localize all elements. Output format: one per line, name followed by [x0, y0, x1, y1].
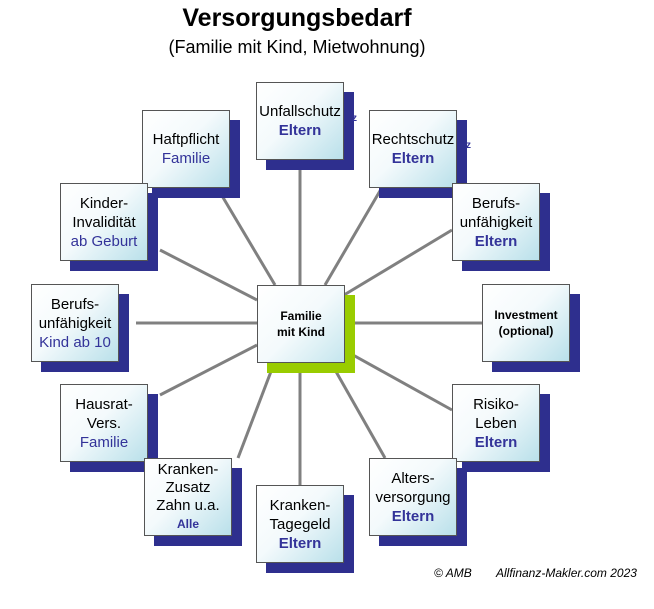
node-rechtschutz: Rechtschutz Eltern [369, 110, 467, 198]
node-line1: Risiko- [473, 395, 519, 413]
node-sub: Alle [176, 517, 199, 531]
node-sub: ab Geburt [70, 232, 138, 250]
node-line1: Berufs- [50, 295, 100, 313]
node-sub: Eltern [278, 122, 322, 139]
node-line2: Tagegeld [269, 515, 331, 533]
node-line2: (optional) [498, 324, 554, 338]
node-haftpflicht: Haftpflicht Familie [142, 110, 240, 198]
node-label: Unfallschutz [259, 103, 341, 120]
node-line2: Zusatz [165, 479, 211, 496]
connector-berufsunfaehigkeit-eltern [343, 228, 453, 297]
node-investment: Investment (optional) [482, 284, 580, 372]
center-line2: mit Kind [277, 325, 325, 339]
footer-site: Allfinanz-Makler.com 2023 [496, 566, 637, 580]
node-sub: Familie [161, 150, 211, 167]
connector-haftpflicht [213, 183, 277, 286]
node-line1: Hausrat- [75, 395, 133, 413]
rechtschutz-mark: z [466, 140, 471, 151]
connector-kranken-zusatz [236, 360, 277, 459]
node-risiko-leben: Risiko- Leben Eltern [452, 384, 550, 472]
node-label: Haftpflicht [152, 131, 220, 148]
node-hausrat: Hausrat- Vers. Familie [60, 384, 158, 472]
node-kranken-tagegeld: Kranken- Tagegeld Eltern [256, 485, 354, 573]
node-line1: Berufs- [471, 194, 521, 212]
node-line1: Investment [494, 308, 558, 322]
node-line2: Invalidität [72, 213, 136, 231]
node-sub: Eltern [474, 232, 518, 250]
node-line1: Kranken- [157, 461, 219, 478]
connector-risiko-leben [343, 348, 453, 412]
node-sub: Kind ab 10 [39, 333, 111, 351]
node-berufsunfaehigkeit-eltern: Berufs- unfähigkeit Eltern [452, 183, 550, 271]
node-line1: Alters- [391, 469, 435, 487]
center-node: Familie mit Kind [257, 285, 355, 373]
node-sub: Eltern [278, 534, 322, 552]
page-title: Versorgungsbedarf [182, 4, 412, 32]
node-kinder-invaliditaet: Kinder- Invalidität ab Geburt [60, 183, 158, 271]
node-line2: Vers. [86, 414, 122, 432]
node-line3: Zahn u.a. [156, 497, 220, 514]
node-sub: Eltern [474, 433, 518, 451]
node-berufsunfaehigkeit-kind: Berufs- unfähigkeit Kind ab 10 [31, 284, 129, 372]
connector-rechtschutz [323, 183, 386, 286]
node-line2: Leben [475, 414, 517, 432]
footer-copyright: © AMB [434, 566, 472, 580]
node-altersversorgung: Alters- versorgung Eltern [369, 458, 467, 546]
node-kranken-zusatz: Kranken- Zusatz Zahn u.a. Alle [144, 458, 242, 546]
node-line2: unfähigkeit [459, 213, 533, 231]
node-unfallschutz: Unfallschutz Eltern [256, 82, 354, 170]
center-line1: Familie [280, 309, 322, 323]
node-sub: Eltern [391, 150, 435, 167]
node-sub: Familie [79, 433, 129, 451]
node-line2: versorgung [375, 488, 451, 506]
node-line1: Kranken- [269, 496, 331, 514]
node-label: Rechtschutz [371, 131, 455, 148]
connector-kinder-invaliditaet [159, 248, 258, 302]
page-subtitle: (Familie mit Kind, Mietwohnung) [168, 37, 426, 57]
node-line2: unfähigkeit [38, 314, 112, 332]
node-line1: Kinder- [79, 194, 129, 212]
node-sub: Eltern [391, 507, 435, 525]
center-node-box: Familie mit Kind [257, 285, 345, 363]
unfallschutz-mark: z [352, 113, 357, 124]
connector-hausrat [159, 343, 258, 397]
connector-altersversorgung [328, 360, 387, 459]
